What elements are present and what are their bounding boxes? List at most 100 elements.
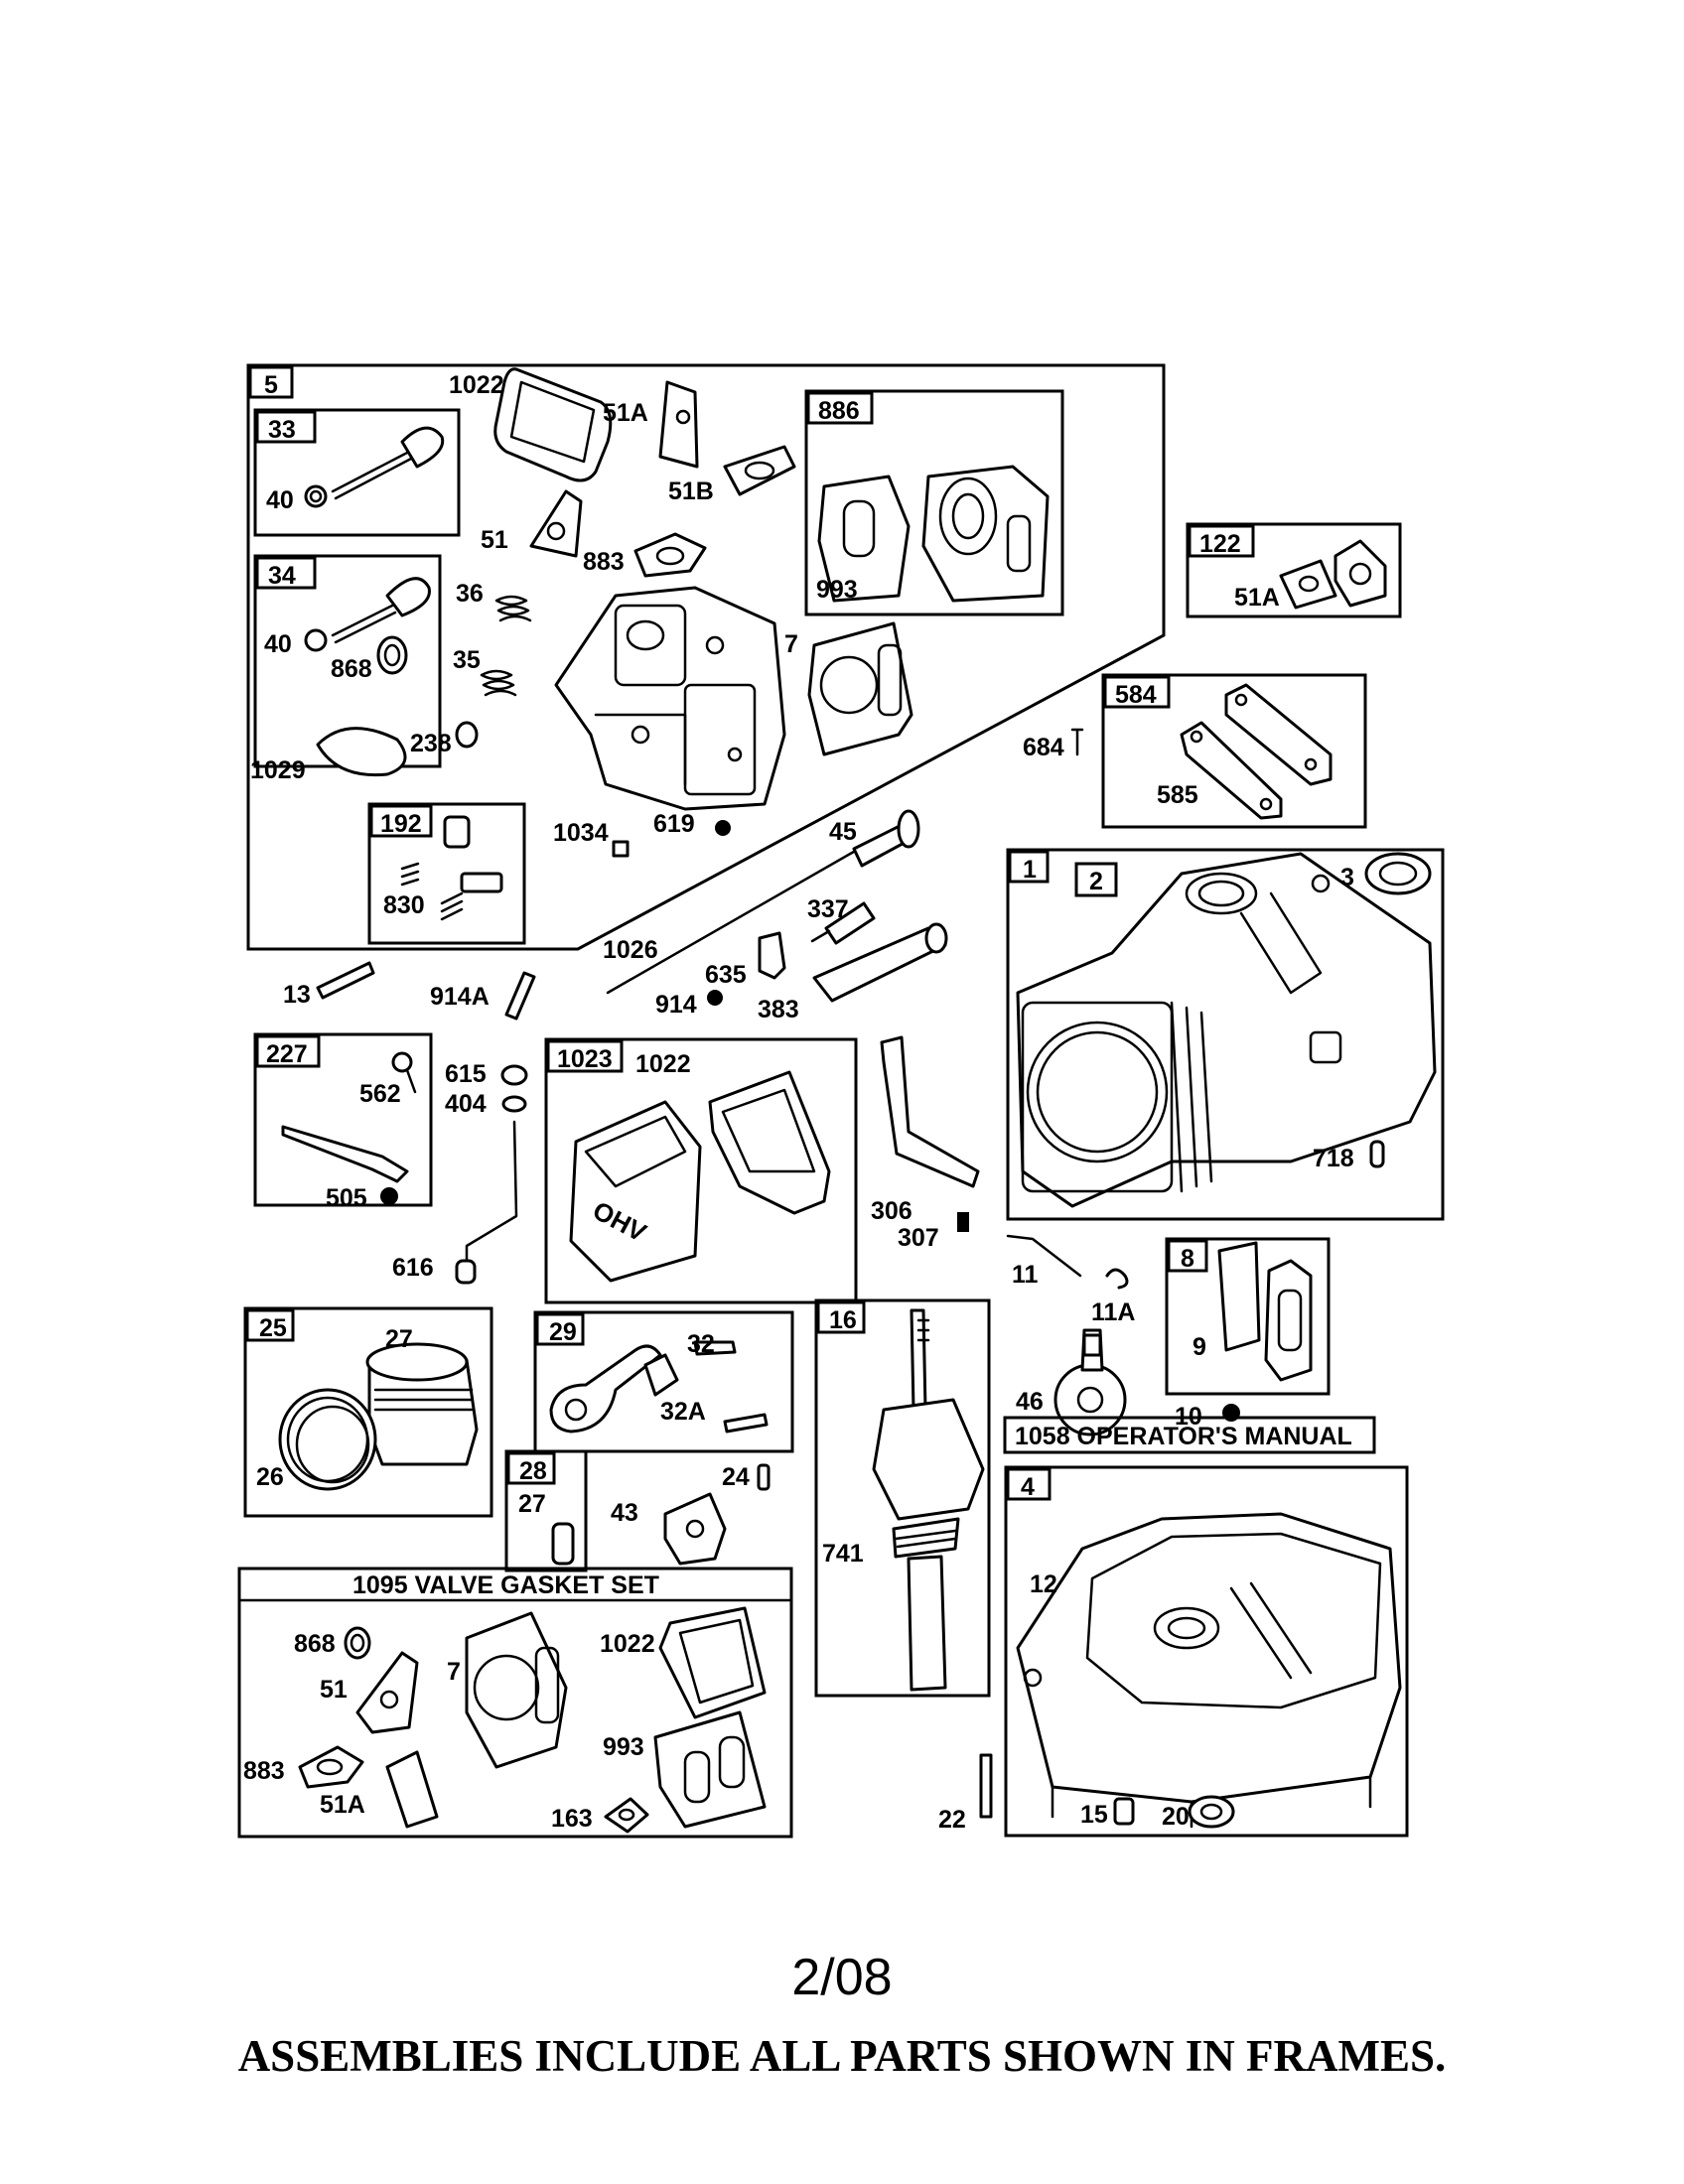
callout-238: 238 xyxy=(410,730,452,757)
callout-12: 12 xyxy=(1030,1570,1057,1598)
callout-1023: 1023 xyxy=(557,1045,613,1073)
callout-684: 684 xyxy=(1023,734,1064,761)
frame-227 xyxy=(253,1032,433,1207)
part-615 xyxy=(500,1064,528,1086)
operators-manual-label: 1058 OPERATOR'S MANUAL xyxy=(1015,1423,1352,1450)
tag-25 xyxy=(245,1308,295,1342)
rocker-cover-1023: OHV xyxy=(569,1070,831,1283)
frame-33 xyxy=(253,408,461,537)
callout-122: 122 xyxy=(1199,530,1241,558)
callout-619: 619 xyxy=(653,810,695,838)
tag-8 xyxy=(1167,1239,1208,1273)
callout-13: 13 xyxy=(283,981,311,1009)
frame-16 xyxy=(814,1298,991,1698)
callout-635: 635 xyxy=(705,961,747,989)
operators-manual-box xyxy=(1003,1416,1376,1454)
intake-spacer-122 xyxy=(1279,539,1387,610)
callout-32: 32 xyxy=(687,1330,715,1358)
frame-1095 xyxy=(237,1567,793,1839)
callout-1034: 1034 xyxy=(553,819,609,847)
governor-43 xyxy=(663,1492,727,1566)
gasket-set-584 xyxy=(1180,683,1333,820)
callout-35: 35 xyxy=(453,646,481,674)
callout-34: 34 xyxy=(268,562,296,590)
tag-16 xyxy=(816,1300,866,1334)
part-383 xyxy=(812,922,948,1003)
crankshaft-741 xyxy=(872,1308,985,1692)
callout-11: 11 xyxy=(1012,1261,1039,1289)
piston-pin-28 xyxy=(551,1522,575,1566)
callout-1029: 1029 xyxy=(250,756,306,784)
callout-22: 22 xyxy=(938,1806,966,1834)
callout-51A-set: 51A xyxy=(320,1791,365,1819)
callout-1: 1 xyxy=(1023,856,1037,884)
callout-505: 505 xyxy=(326,1184,367,1212)
callout-51B: 51B xyxy=(668,478,714,505)
callout-33: 33 xyxy=(268,416,296,444)
callout-15: 15 xyxy=(1080,1801,1108,1829)
bracket-306 xyxy=(880,1035,980,1188)
seal-868 xyxy=(344,1626,371,1660)
rocker-arm-1029 xyxy=(316,727,407,777)
callout-1022-set: 1022 xyxy=(600,1630,655,1658)
callout-584: 584 xyxy=(1115,681,1157,709)
callout-993-set: 993 xyxy=(603,1733,644,1761)
tag-584 xyxy=(1103,675,1171,709)
callout-51A-122: 51A xyxy=(1234,584,1280,612)
frame-584 xyxy=(1101,673,1367,829)
callout-883: 883 xyxy=(583,548,625,576)
part-619 xyxy=(715,820,731,836)
callout-27-piston: 27 xyxy=(385,1325,413,1353)
callout-1022-cover: 1022 xyxy=(635,1050,691,1078)
callout-51-set: 51 xyxy=(320,1676,348,1704)
tag-2 xyxy=(1074,862,1118,897)
governor-lever-227 xyxy=(281,1051,417,1205)
callout-29: 29 xyxy=(549,1318,577,1346)
gasket-set-886 xyxy=(817,465,1050,603)
valve-spring-36 xyxy=(494,595,532,622)
callout-741: 741 xyxy=(822,1540,864,1568)
tag-5 xyxy=(248,365,294,399)
connecting-rod-29 xyxy=(549,1340,769,1433)
valve-spring-35 xyxy=(480,669,517,697)
callout-27-pin: 27 xyxy=(518,1490,546,1518)
tag-28 xyxy=(506,1451,556,1485)
callout-337: 337 xyxy=(807,895,849,923)
intake-gasket-51A xyxy=(658,380,699,469)
frame-8 xyxy=(1165,1237,1331,1396)
callout-914: 914 xyxy=(655,991,697,1019)
callout-2: 2 xyxy=(1089,868,1103,895)
oil-sump xyxy=(1016,1512,1402,1829)
screw-684 xyxy=(1070,728,1084,756)
tag-886 xyxy=(806,391,874,425)
callout-1022: 1022 xyxy=(449,371,504,399)
callout-26: 26 xyxy=(256,1463,284,1491)
pin-24 xyxy=(757,1463,771,1491)
bolt-22 xyxy=(979,1753,993,1819)
callout-45: 45 xyxy=(829,818,857,846)
callout-43: 43 xyxy=(611,1499,638,1527)
callout-886: 886 xyxy=(818,397,860,425)
callout-32A: 32A xyxy=(660,1398,706,1426)
bolt-914A xyxy=(504,971,536,1021)
callout-615: 615 xyxy=(445,1060,487,1088)
callout-307: 307 xyxy=(898,1224,939,1252)
callout-9: 9 xyxy=(1193,1333,1206,1361)
callout-16: 16 xyxy=(829,1306,857,1334)
frame-29 xyxy=(533,1310,794,1453)
gasket-51-set xyxy=(355,1651,419,1734)
callout-883-set: 883 xyxy=(243,1757,285,1785)
callout-51A: 51A xyxy=(603,399,648,427)
frame-1 xyxy=(1006,848,1445,1221)
part-45 xyxy=(852,809,920,868)
callout-40: 40 xyxy=(266,486,294,514)
callout-8: 8 xyxy=(1181,1245,1194,1273)
callout-585: 585 xyxy=(1157,781,1198,809)
spark-plug-337 xyxy=(810,901,876,945)
link-616 xyxy=(455,1120,518,1285)
callout-1026: 1026 xyxy=(603,936,658,964)
tag-1023 xyxy=(546,1039,624,1073)
part-11A xyxy=(1105,1268,1129,1290)
gasket-163 xyxy=(604,1797,649,1834)
